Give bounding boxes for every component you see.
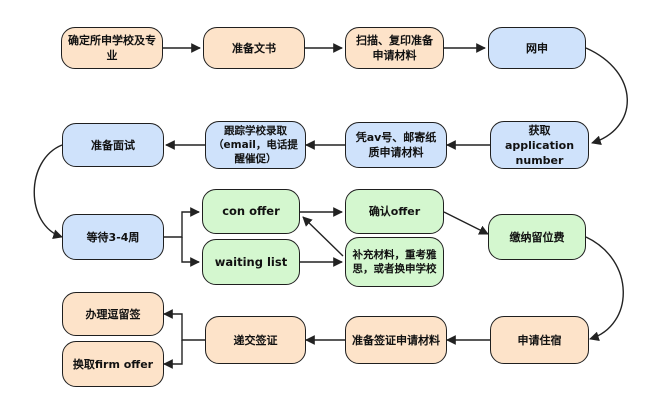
node-confirm-offer: 确认offer: [345, 189, 444, 234]
node-track-admission: 跟踪学校录取（email，电话提醒催促）: [205, 121, 306, 169]
node-prepare-interview: 准备面试: [62, 123, 164, 167]
node-pay-deposit: 缴纳留位费: [488, 214, 586, 260]
node-prepare-visa-docs: 准备签证申请材料: [345, 316, 447, 364]
node-waiting-list: waiting list: [202, 239, 300, 285]
node-apply-housing: 申请住宿: [490, 316, 589, 364]
arrow-supplement-to-con: [302, 216, 344, 257]
node-online-apply: 网申: [488, 27, 586, 69]
node-get-firm-offer: 换取firm offer: [62, 341, 164, 387]
arrow-wait-to-waiting: [181, 237, 200, 267]
node-scan-copy: 扫描、复印准备申请材料: [345, 27, 444, 69]
node-con-offer: con offer: [202, 189, 300, 234]
arrow-submit-to-firm: [163, 340, 183, 369]
arrow-interview-to-wait: [33, 144, 63, 239]
node-stay-visa: 办理逗留签: [62, 292, 164, 336]
node-confirm-school: 确定所申学校及专业: [61, 27, 163, 69]
arrow-wait-to-con: [164, 207, 200, 238]
node-submit-visa: 递交签证: [205, 316, 306, 364]
node-wait-weeks: 等待3-4周: [62, 214, 164, 260]
arrow-confirm-to-deposit: [443, 211, 489, 235]
node-get-application-number: 获取application number: [490, 121, 589, 169]
node-mail-documents: 凭av号、邮寄纸质申请材料: [345, 122, 447, 168]
arrow-deposit-to-housing: [585, 236, 624, 342]
arrow-submit-to-stay: [163, 309, 205, 341]
node-prepare-docs: 准备文书: [203, 27, 305, 69]
node-supplement-materials: 补充材料，重考雅思，或者换申学校: [345, 237, 444, 287]
arrow-online-to-number: [585, 47, 628, 146]
